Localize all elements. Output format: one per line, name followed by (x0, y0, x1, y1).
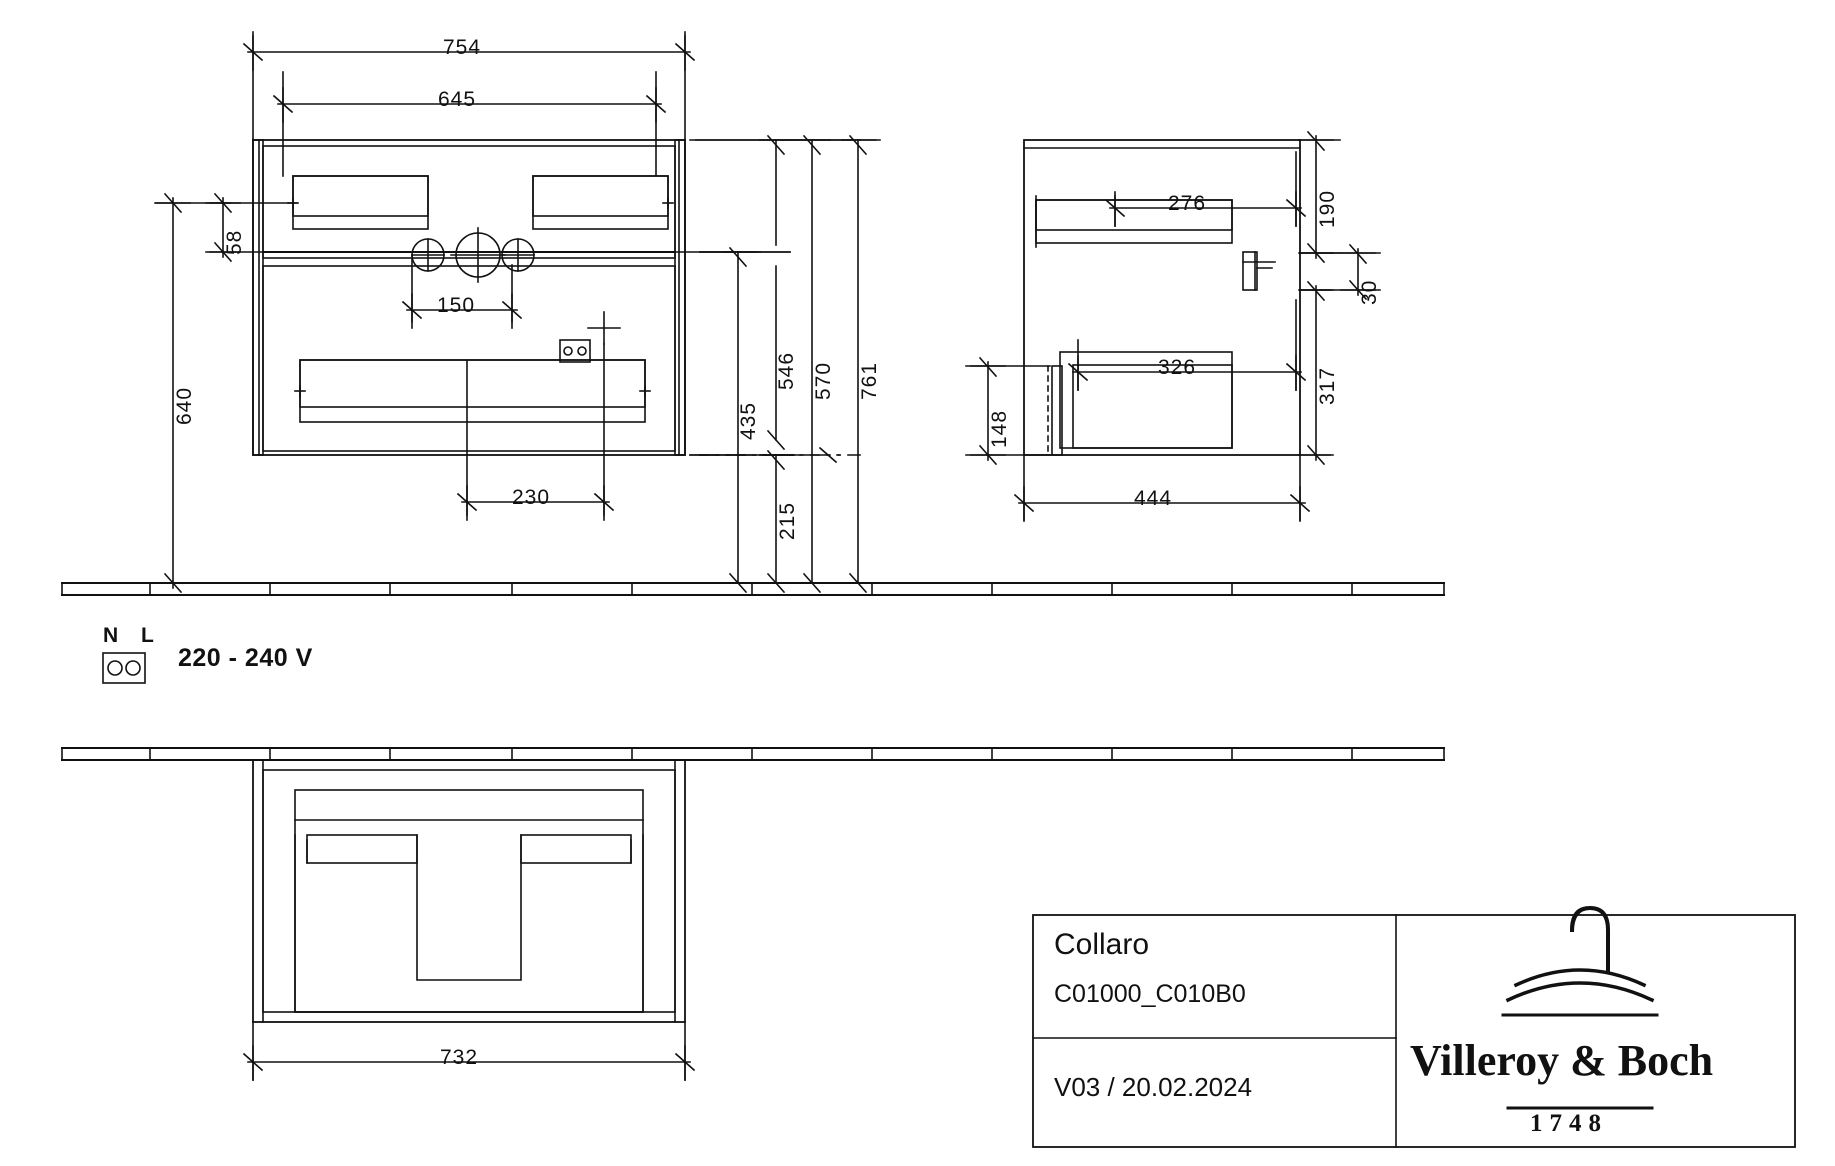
brand-name: Villeroy & Boch (1410, 1036, 1714, 1085)
dim-front-width-inner: 645 (438, 88, 477, 111)
dim-front-drawer-offset: 230 (512, 486, 551, 509)
drawing-title: Collaro (1054, 928, 1150, 961)
electrical-voltage-label: 220 - 240 V (178, 644, 313, 672)
dim-side-upper-height: 190 (1316, 189, 1339, 228)
dim-side-lower-height: 317 (1316, 366, 1339, 405)
dim-front-width-outer: 754 (443, 36, 482, 59)
dim-plan-width: 732 (440, 1046, 479, 1069)
brand-year: 1748 (1530, 1110, 1608, 1137)
dim-side-bracket: 148 (988, 409, 1011, 448)
dim-front-top-height: 58 (223, 229, 246, 255)
dim-front-total-height: 640 (173, 386, 196, 425)
dim-side-lower-depth: 326 (1158, 356, 1197, 379)
dim-height-215: 215 (776, 501, 799, 540)
electrical-l-label: L (141, 624, 160, 647)
dim-height-546: 546 (775, 351, 798, 390)
dim-height-570: 570 (812, 361, 835, 400)
dim-front-inner-offset: 150 (437, 294, 476, 317)
dim-height-761: 761 (858, 361, 881, 400)
article-code: C01000_C010B0 (1054, 980, 1246, 1008)
dim-side-total-depth: 444 (1134, 487, 1173, 510)
electrical-n-label: N (103, 624, 125, 647)
dim-side-gap: 30 (1358, 279, 1381, 305)
dim-height-435: 435 (737, 401, 760, 440)
dim-side-upper-depth: 276 (1168, 192, 1207, 215)
drawing-version: V03 / 20.02.2024 (1054, 1072, 1253, 1102)
